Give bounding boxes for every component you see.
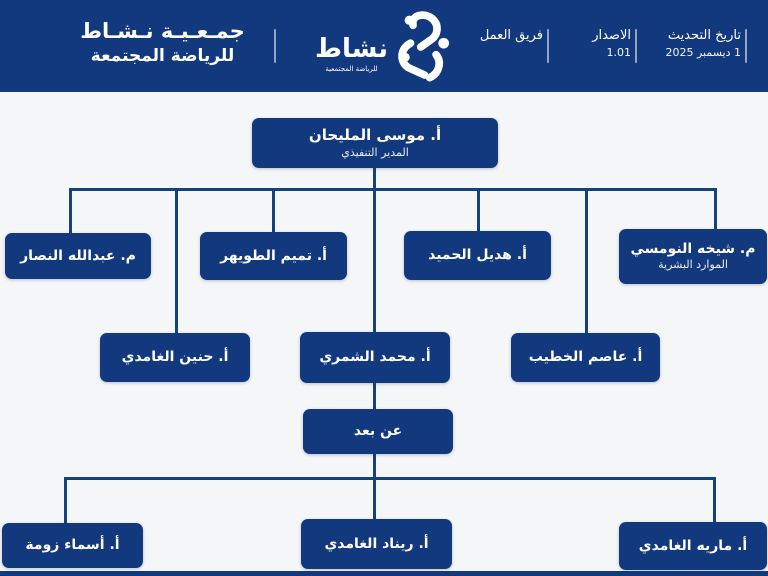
nashat-runner-logo-icon (398, 11, 450, 82)
node-name: أ. ريناد الغامدي (324, 535, 429, 552)
org-node-rinad-alghamdi: أ. ريناد الغامدي (301, 519, 452, 569)
node-name: أ. موسى المليحان (308, 126, 442, 145)
connector-drop-n8 (64, 477, 67, 524)
meta-work-team: فريق العمل (450, 27, 543, 45)
org-node-mohammed-alshammari: أ. محمد الشمري (300, 332, 450, 383)
connector-drop-n4 (714, 188, 717, 230)
meta-divider-2 (635, 29, 637, 63)
org-node-mariah-alghamdi: أ. ماريه الغامدي (619, 522, 767, 570)
node-name: أ. تميم الطويهر (220, 247, 327, 264)
header-divider (274, 29, 276, 63)
footer-accent-strip (0, 571, 768, 576)
organization-title-line2: للرياضة المجتمعة (90, 46, 235, 67)
org-node-remote-group: عن بعد (303, 409, 453, 454)
org-node-tamim-altuwaiher: أ. تميم الطويهر (200, 232, 347, 280)
connector-drop-n6 (373, 188, 376, 333)
connector-bus-level5 (64, 477, 716, 480)
meta-update-date-label: تاريخ التحديث (667, 28, 741, 43)
connector-drop-n1 (69, 188, 72, 234)
meta-version-label: الاصدار (592, 28, 631, 43)
meta-version: الاصدار 1.01 (556, 27, 631, 62)
header-bar: جمـعـيـة نـشـاط للرياضة المجتمعة نشاط (0, 0, 768, 92)
connector-drop-n10 (713, 477, 716, 523)
node-name: عن بعد (353, 423, 403, 440)
org-node-hadeel-alhamid: أ. هديل الحميد (404, 231, 551, 280)
meta-update-date: تاريخ التحديث 1 ديسمبر 2025 (615, 27, 741, 62)
organization-title-line1: جمـعـيـة نـشـاط (80, 19, 245, 43)
node-name: أ. ماريه الغامدي (638, 537, 748, 554)
node-name: أ. عاصم الخطيب (528, 349, 643, 366)
meta-divider-3 (547, 29, 549, 63)
logo-tagline: للرياضة المجتمعية (325, 64, 378, 73)
node-name: أ. حنين الغامدي (121, 349, 229, 366)
logo-wordmark: نشاط (315, 33, 388, 64)
node-role: الموارد البشرية (658, 258, 728, 272)
node-name: م. عبدالله النصار (20, 247, 136, 264)
org-node-shaikha-alnoumasi: م. شيخه النومسي الموارد البشرية (619, 229, 767, 284)
org-node-asmaa-zouma: أ. أسماء زومة (2, 523, 143, 568)
organization-title: جمـعـيـة نـشـاط للرياضة المجتمعة (55, 17, 270, 67)
connector-drop-n2 (272, 188, 275, 233)
connector-remote-riser (373, 453, 376, 479)
meta-divider-1 (745, 29, 747, 63)
node-name: م. شيخه النومسي (630, 241, 756, 258)
node-name: أ. أسماء زومة (25, 537, 120, 554)
meta-version-value: 1.01 (606, 46, 632, 60)
org-node-musa-almulaihan: أ. موسى المليحان المدير التنفيذي (252, 118, 498, 168)
logo-text-block: نشاط للرياضة المجتمعية (315, 36, 388, 73)
meta-update-date-value: 1 ديسمبر 2025 (665, 46, 741, 60)
connector-root-riser (373, 167, 376, 190)
org-node-asim-alkhatib: أ. عاصم الخطيب (511, 333, 660, 382)
connector-bus-level2 (69, 188, 717, 191)
nashat-logo: نشاط للرياضة المجتمعية (315, 8, 454, 86)
node-name: أ. هديل الحميد (428, 247, 527, 264)
connector-drop-n9 (373, 477, 376, 520)
node-name: أ. محمد الشمري (319, 349, 431, 366)
node-role: المدير التنفيذي (341, 145, 409, 159)
connector-drop-n5 (175, 188, 178, 334)
org-node-abdullah-alnassar: م. عبدالله النصار (5, 233, 151, 279)
connector-n6-remote (373, 382, 376, 410)
connector-drop-n7 (585, 188, 588, 334)
meta-work-team-label: فريق العمل (479, 28, 543, 43)
org-node-haneen-alghamdi: أ. حنين الغامدي (100, 333, 250, 382)
connector-drop-n3 (477, 188, 480, 232)
